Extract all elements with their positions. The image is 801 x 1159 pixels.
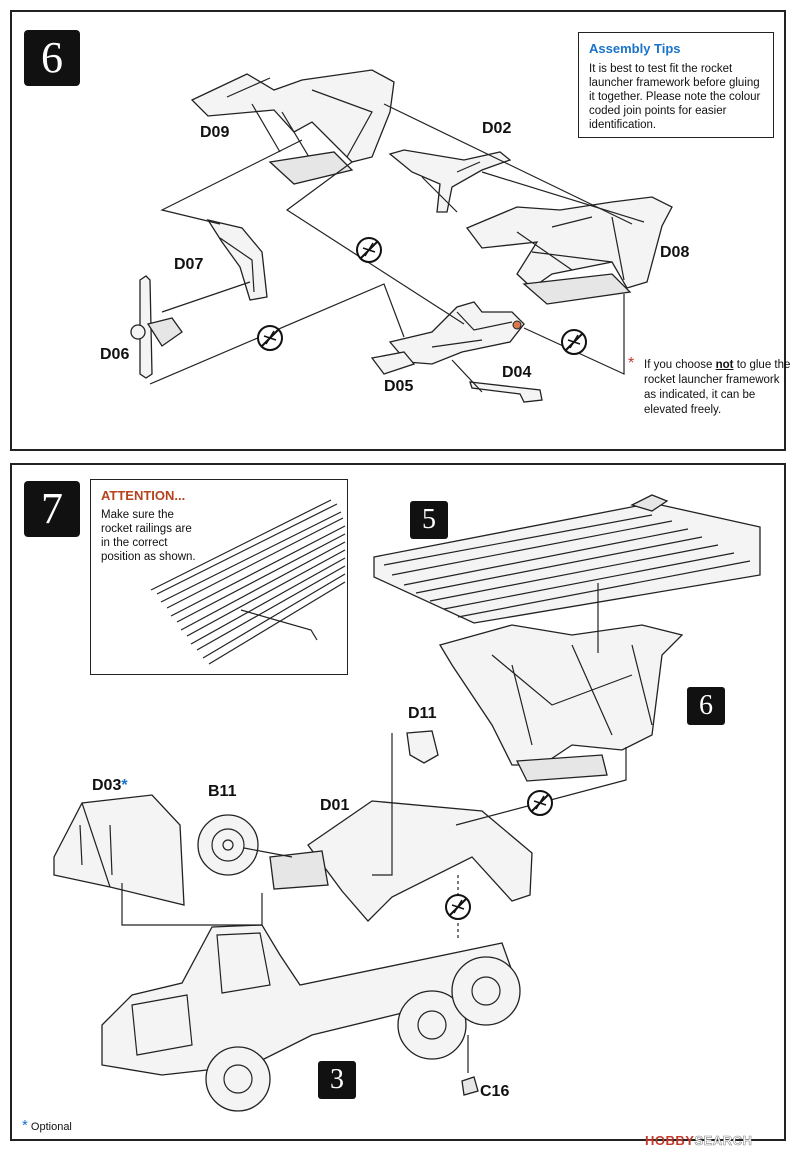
note-text-after: to glue the rocket launcher framework as… — [644, 359, 791, 416]
leader-frame-d01 — [455, 747, 627, 826]
leader-d09-d05 — [285, 161, 465, 325]
step-6-diagram — [130, 69, 673, 403]
hobbysearch-watermark: HOBBYSEARCH — [645, 1133, 753, 1149]
attention-body: Make sure the rocket railings are in the… — [101, 509, 196, 563]
note-text-emph: not — [715, 359, 734, 371]
step-number-7: 7 — [24, 481, 80, 537]
leader-d09-d08 — [383, 103, 633, 225]
label-d07: D07 — [174, 256, 204, 273]
part-d09-drawing — [190, 69, 395, 185]
free-elevation-note: * If you choose not to glue the rocket l… — [628, 356, 794, 418]
leader-d02-d08 — [481, 171, 645, 223]
step-7-diagram — [53, 494, 761, 1112]
label-d03-text: D03 — [92, 777, 122, 794]
label-d11: D11 — [408, 705, 437, 722]
part-d03-drawing — [53, 794, 185, 906]
sub-assembly-5: 5 — [410, 501, 448, 539]
part-d02-drawing — [388, 149, 512, 213]
rocket-rails-drawing — [373, 494, 761, 624]
label-d09: D09 — [200, 124, 230, 141]
leader-d03-truck — [121, 883, 263, 926]
assembly-tips-title: Assembly Tips — [589, 41, 681, 56]
label-d01: D01 — [320, 797, 350, 814]
attention-title: ATTENTION... — [101, 488, 186, 503]
part-d06-drawing — [130, 275, 183, 379]
optional-star: * — [121, 777, 128, 794]
truck-drawing — [101, 924, 521, 1112]
watermark-part1: HOBBY — [645, 1133, 695, 1148]
part-d01-drawing — [269, 800, 533, 922]
label-c16: C16 — [480, 1083, 510, 1100]
label-d02: D02 — [482, 120, 512, 137]
leader-d11-d01 — [372, 733, 393, 876]
leader-d09-d07 — [160, 139, 303, 225]
no-glue-icon — [257, 325, 283, 351]
label-b11: B11 — [208, 783, 237, 800]
leader-d04-d05 — [451, 359, 483, 393]
launcher-frame-drawing — [439, 624, 684, 782]
label-d06: D06 — [100, 346, 130, 363]
assembly-tips-body: It is best to test fit the rocket launch… — [589, 63, 761, 131]
part-d08-drawing — [465, 196, 673, 305]
label-d04: D04 — [502, 364, 532, 381]
no-glue-icon — [356, 237, 382, 263]
label-d03: D03* — [92, 777, 128, 795]
label-d08: D08 — [660, 244, 690, 261]
leader-d06-d05 — [149, 283, 405, 385]
optional-footnote-text: Optional — [30, 1121, 72, 1133]
part-d05-d04-drawing — [370, 301, 543, 403]
rocket-railings-closeup — [150, 499, 346, 665]
optional-footnote: * Optional — [22, 1117, 72, 1134]
part-d07-drawing — [206, 219, 268, 301]
note-text-before: If you choose — [644, 359, 716, 371]
no-glue-icon — [561, 329, 587, 355]
note-star: * — [628, 355, 635, 372]
leader-d04-d08 — [523, 294, 625, 375]
leader-b11-d01 — [243, 847, 293, 858]
part-b11-drawing — [197, 814, 259, 876]
leader-d07-d06 — [161, 281, 251, 313]
no-glue-icon — [527, 790, 553, 816]
sub-assembly-6: 6 — [687, 687, 725, 725]
optional-footnote-star: * — [22, 1117, 28, 1134]
part-d11-drawing — [406, 730, 439, 764]
step-number-6: 6 — [24, 30, 80, 86]
step-7-panel: 7 ATTENTION... Make sure the rocket rail… — [10, 463, 786, 1141]
attention-box: ATTENTION... Make sure the rocket railin… — [90, 479, 348, 675]
assembly-tips-box: Assembly Tips It is best to test fit the… — [578, 32, 774, 138]
sub-assembly-3: 3 — [318, 1061, 356, 1099]
watermark-part2: SEARCH — [694, 1133, 753, 1149]
no-glue-icon — [445, 894, 471, 920]
label-d05: D05 — [384, 378, 414, 395]
step-6-panel: 6 Assembly Tips It is best to test fit t… — [10, 10, 790, 451]
